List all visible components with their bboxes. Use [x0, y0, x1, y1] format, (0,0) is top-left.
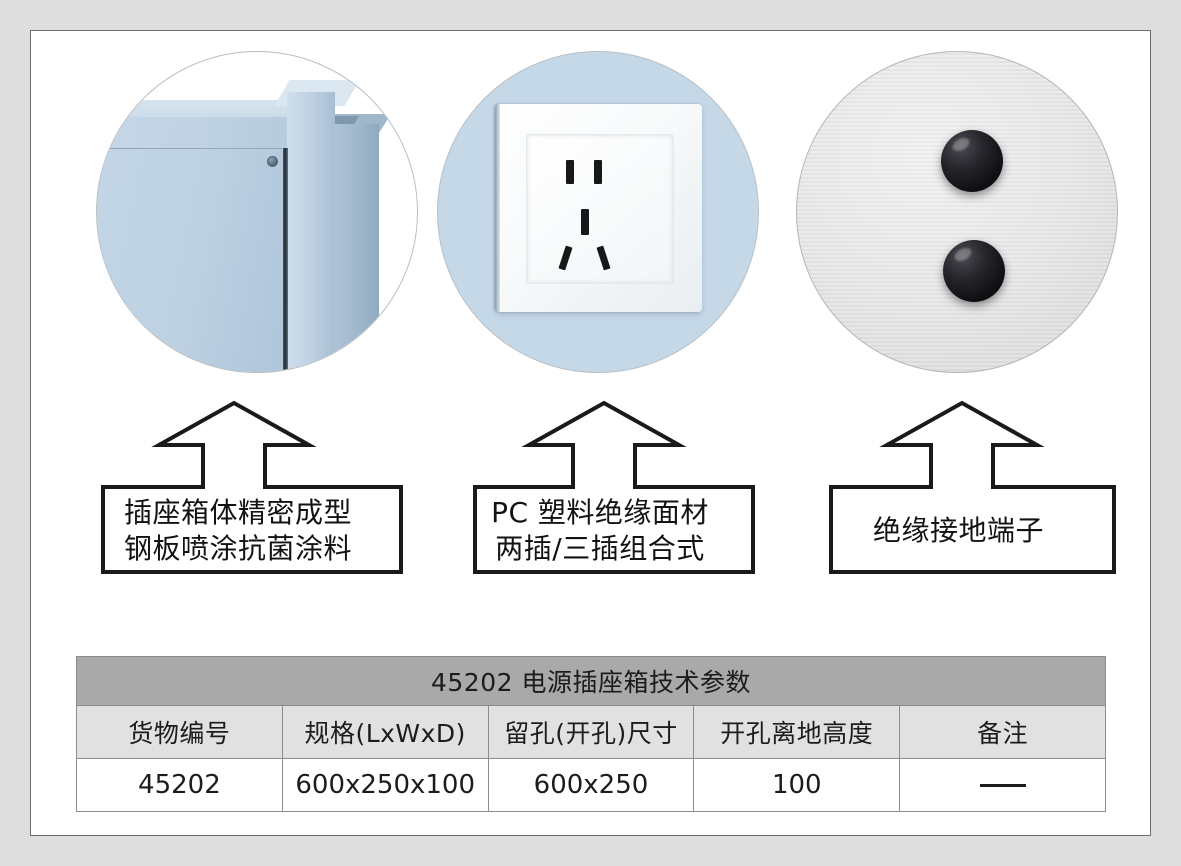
cell-spec: 600x250x100 — [281, 758, 489, 812]
table-header-row: 货物编号 规格(LxWxD) 留孔(开孔)尺寸 开孔离地高度 备注 — [76, 705, 1106, 759]
socket-slot-left-vertical — [566, 160, 574, 184]
cabinet-door-panel — [97, 148, 282, 372]
table-title-row: 45202 电源插座箱技术参数 — [76, 656, 1106, 706]
table-row: 45202 600x250x100 600x250 100 — [76, 758, 1106, 812]
product-photo-terminal — [796, 51, 1118, 373]
callout-arrow-box-shape — [101, 400, 403, 574]
callout-socket: PC 塑料绝缘面材 两插/三插组合式 — [445, 399, 755, 574]
table-header-spec: 规格(LxWxD) — [281, 705, 489, 759]
content-canvas: 插座箱体精密成型 钢板喷涂抗菌涂料 PC 塑料绝缘面材 两插/三插组合式 绝缘接… — [31, 31, 1150, 835]
page-frame: 插座箱体精密成型 钢板喷涂抗菌涂料 PC 塑料绝缘面材 两插/三插组合式 绝缘接… — [30, 30, 1151, 836]
callout-cabinet: 插座箱体精密成型 钢板喷涂抗菌涂料 — [73, 399, 403, 574]
socket-slot-earth — [581, 209, 589, 235]
callout-cabinet-text: 插座箱体精密成型 钢板喷涂抗菌涂料 — [73, 491, 403, 571]
cabinet-door-gap — [283, 148, 288, 372]
cell-item-no: 45202 — [76, 758, 283, 812]
table-header-item-no: 货物编号 — [76, 705, 283, 759]
callout-terminal-line1: 绝缘接地端子 — [872, 514, 1044, 548]
product-photo-cabinet — [96, 51, 418, 373]
cell-opening-size: 600x250 — [487, 758, 695, 812]
socket-slot-right-vertical — [594, 160, 602, 184]
remark-dash-icon — [979, 784, 1026, 787]
earth-terminal-lower-icon — [943, 240, 1005, 302]
socket-face-plate — [496, 104, 702, 312]
cabinet-screw-icon — [267, 156, 278, 167]
callout-socket-line2: 两插/三插组合式 — [495, 532, 705, 565]
callout-terminal: 绝缘接地端子 — [801, 399, 1116, 574]
table-title: 45202 电源插座箱技术参数 — [76, 656, 1106, 706]
callout-socket-line1: PC 塑料绝缘面材 — [491, 496, 709, 530]
callout-socket-text: PC 塑料绝缘面材 两插/三插组合式 — [445, 491, 755, 571]
table-header-opening-size: 留孔(开孔)尺寸 — [487, 705, 695, 759]
callout-cabinet-line2: 钢板喷涂抗菌涂料 — [123, 532, 352, 565]
callout-arrow-box-shape — [829, 400, 1116, 574]
earth-terminal-upper-icon — [941, 130, 1003, 192]
cabinet-side-face — [329, 124, 379, 372]
table-header-remark: 备注 — [899, 705, 1106, 759]
callout-cabinet-line1: 插座箱体精密成型 — [123, 496, 352, 530]
product-photo-socket — [437, 51, 759, 373]
callout-terminal-text: 绝缘接地端子 — [801, 491, 1116, 571]
table-header-opening-height: 开孔离地高度 — [693, 705, 901, 759]
cell-opening-height: 100 — [693, 758, 901, 812]
spec-table: 45202 电源插座箱技术参数 货物编号 规格(LxWxD) 留孔(开孔)尺寸 … — [76, 656, 1106, 812]
callout-arrow-box-shape — [473, 400, 755, 574]
cell-remark — [899, 758, 1106, 812]
cabinet-door-edge — [287, 92, 335, 372]
